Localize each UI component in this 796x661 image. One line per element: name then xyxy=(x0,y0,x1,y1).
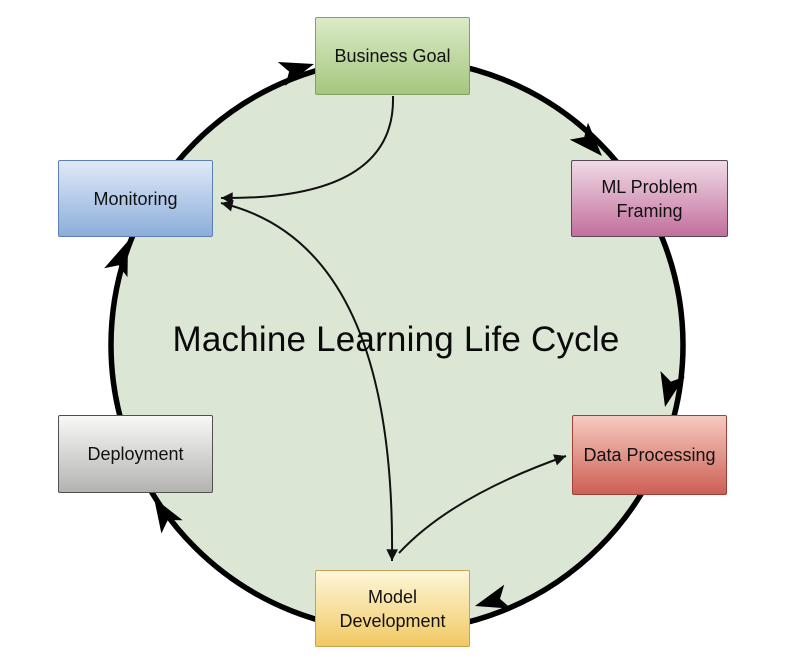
cycle-arrowhead-into-business-goal xyxy=(277,61,314,86)
cycle-arrowhead-into-monitoring xyxy=(104,241,128,278)
node-label-monitoring: Monitoring xyxy=(93,188,178,209)
cycle-arrowhead-into-data-processing xyxy=(660,371,685,407)
feedback-arrow-businessgoal-to-monitoring xyxy=(220,95,395,204)
node-deployment: Deployment xyxy=(58,415,213,493)
cycle-arrowhead-into-model-development xyxy=(475,584,512,609)
node-label-ml-problem-framing: ML Problem Framing xyxy=(601,176,698,221)
feedback-arrow-modeldevelopment-to-dataprocessing xyxy=(398,454,567,554)
node-ml-problem-framing: ML Problem Framing xyxy=(571,160,728,237)
cycle-arrowhead-into-ml-problem-framing xyxy=(569,122,602,156)
node-monitoring: Monitoring xyxy=(58,160,213,237)
node-label-business-goal: Business Goal xyxy=(334,46,451,66)
cycle-arrowhead-into-deployment xyxy=(154,498,183,534)
node-label-data-processing: Data Processing xyxy=(583,445,716,465)
node-label-deployment: Deployment xyxy=(87,444,184,464)
node-model-development: Model Development xyxy=(315,570,470,647)
node-label-model-development: Model Development xyxy=(339,586,446,631)
diagram-title: Machine Learning Life Cycle xyxy=(172,320,620,359)
node-data-processing: Data Processing xyxy=(572,415,727,495)
node-business-goal: Business Goal xyxy=(315,17,470,95)
feedback-arrow-monitoring-modeldevelopment xyxy=(220,199,398,562)
